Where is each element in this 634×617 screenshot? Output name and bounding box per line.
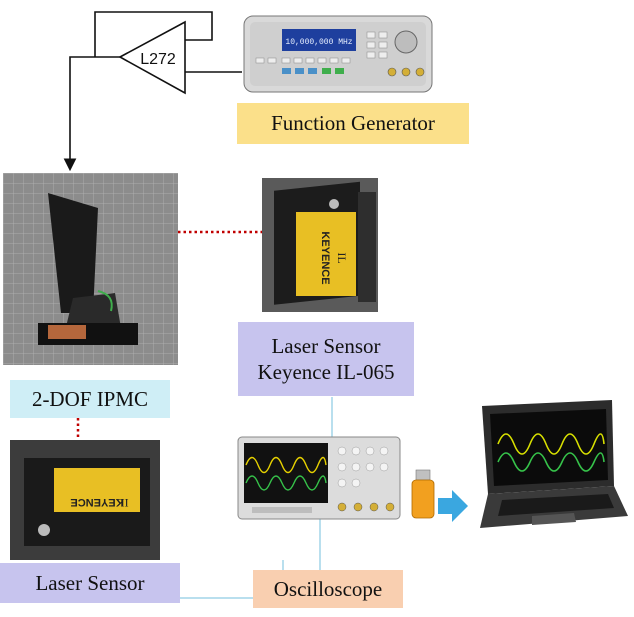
laptop-device <box>462 400 630 532</box>
laser-sensor-bottom-model: IL <box>117 496 128 510</box>
amplifier-feedback-wire <box>94 11 213 57</box>
transfer-arrow-icon <box>438 490 468 522</box>
laser-sensor-top-label-line2: Keyence IL-065 <box>257 360 395 384</box>
laser-sensor-top-label-line1: Laser Sensor <box>271 333 381 358</box>
usb-drive-icon <box>411 469 435 519</box>
laser-sensor-bottom-brand: KEYENCE <box>70 496 123 508</box>
oscilloscope-label: Oscilloscope <box>253 570 403 608</box>
laser-sensor-bottom-label: Laser Sensor <box>0 563 180 603</box>
amplifier-output-wire <box>63 56 120 172</box>
laser-sensor-top-brand: KEYENCE <box>319 231 331 284</box>
function-generator-label: Function Generator <box>237 103 469 144</box>
function-generator-device: 10,000,000 MHz <box>242 12 434 96</box>
oscilloscope-device <box>236 435 402 521</box>
laser-sensor-bottom-photo: KEYENCE IL <box>10 440 160 560</box>
laser-sensor-top-model: IL <box>335 252 349 263</box>
generator-display-readout: 10,000,000 MHz <box>285 38 352 47</box>
laser-sensor-top-photo: KEYENCE IL <box>262 178 378 312</box>
ipmc-photo <box>3 173 178 365</box>
laser-sensor-top-label: Laser Sensor Keyence IL-065 <box>238 322 414 396</box>
ipmc-label: 2-DOF IPMC <box>10 380 170 418</box>
amplifier-label: L272 <box>140 51 176 68</box>
